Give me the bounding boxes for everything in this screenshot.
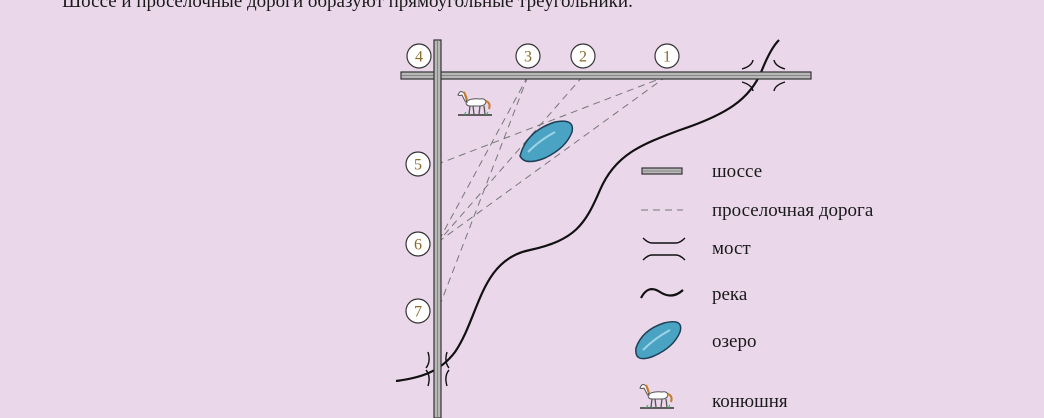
dirt-road-3-6 bbox=[437, 75, 529, 243]
caption: Шоссе и просёлочные дороги образуют прям… bbox=[62, 0, 633, 12]
svg-text:7: 7 bbox=[414, 304, 422, 321]
legend-bridge-label: мост bbox=[712, 238, 751, 259]
bridge-top bbox=[741, 59, 786, 92]
svg-text:4: 4 bbox=[415, 49, 423, 66]
legend-river-symbol bbox=[640, 288, 684, 299]
legend-lake-symbol bbox=[635, 320, 682, 360]
legend-stable-label: конюшня bbox=[712, 391, 788, 412]
svg-text:6: 6 bbox=[414, 237, 422, 254]
dirt-road-3-7 bbox=[437, 75, 529, 311]
legend-bridge-symbol bbox=[642, 237, 686, 261]
highway-horizontal bbox=[400, 71, 812, 80]
legend: шоссе проселочная дорога мост река озеро… bbox=[635, 161, 874, 412]
marker-4: 4 bbox=[406, 43, 432, 69]
lake bbox=[519, 120, 574, 163]
legend-lake-label: озеро bbox=[712, 331, 756, 352]
legend-highway-symbol bbox=[641, 167, 683, 175]
highway-vertical bbox=[433, 39, 442, 418]
svg-text:1: 1 bbox=[663, 49, 671, 66]
svg-text:2: 2 bbox=[579, 49, 587, 66]
marker-5: 5 bbox=[405, 151, 431, 177]
river bbox=[395, 39, 780, 383]
svg-text:5: 5 bbox=[414, 157, 422, 174]
svg-text:3: 3 bbox=[524, 49, 532, 66]
dirt-road-1-5 bbox=[437, 75, 668, 165]
dirt-road-2-6 bbox=[437, 75, 584, 243]
legend-river-label: река bbox=[712, 284, 748, 305]
legend-stable-symbol bbox=[639, 383, 675, 409]
dirt-roads bbox=[437, 75, 668, 311]
marker-7: 7 bbox=[405, 298, 431, 324]
marker-6: 6 bbox=[405, 231, 431, 257]
legend-dirt-road-label: проселочная дорога bbox=[712, 200, 874, 221]
marker-1: 1 bbox=[654, 43, 680, 69]
marker-2: 2 bbox=[570, 43, 596, 69]
marker-3: 3 bbox=[515, 43, 541, 69]
bridge-bottom bbox=[425, 351, 450, 387]
legend-highway-label: шоссе bbox=[712, 161, 762, 182]
stable-icon bbox=[457, 90, 493, 116]
